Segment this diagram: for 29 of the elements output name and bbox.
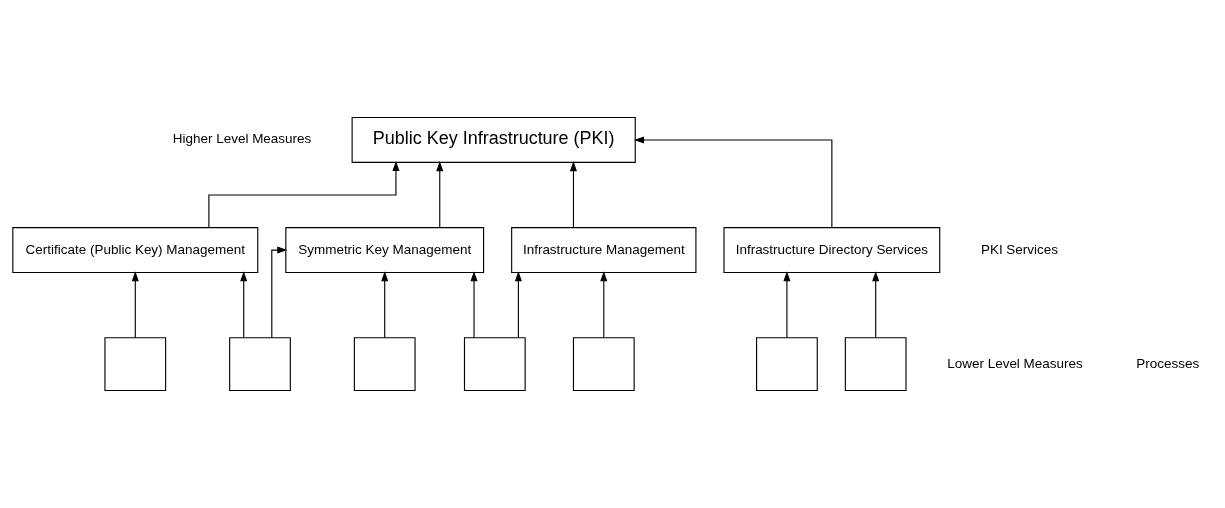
arrow <box>381 271 389 339</box>
arrow <box>633 136 833 228</box>
arrow <box>240 271 248 339</box>
node-box <box>104 337 167 392</box>
arrow <box>569 161 577 228</box>
node-box <box>463 337 526 392</box>
node-box: Certificate (Public Key) Management <box>12 227 259 274</box>
arrow <box>783 271 791 339</box>
node-box: Symmetric Key Management <box>285 227 485 274</box>
node-box <box>844 337 907 392</box>
arrow <box>470 271 478 339</box>
arrow <box>872 271 880 339</box>
arrow <box>208 160 400 228</box>
arrow <box>514 271 522 339</box>
arrow <box>436 161 444 228</box>
label: Higher Level Measures <box>172 131 312 147</box>
label: Processes <box>1136 355 1200 371</box>
node-box <box>756 337 818 392</box>
arrow <box>131 271 139 339</box>
label: Lower Level Measures <box>947 355 1083 371</box>
arrow <box>271 246 288 339</box>
node-box: Infrastructure Directory Services <box>723 227 941 274</box>
node-box: Public Key Infrastructure (PKI) <box>351 116 636 163</box>
node-box <box>229 337 291 392</box>
label: PKI Services <box>980 241 1059 257</box>
node-box <box>572 337 635 392</box>
node-box: Infrastructure Management <box>511 227 697 274</box>
node-box <box>353 337 416 392</box>
arrow <box>600 271 608 339</box>
